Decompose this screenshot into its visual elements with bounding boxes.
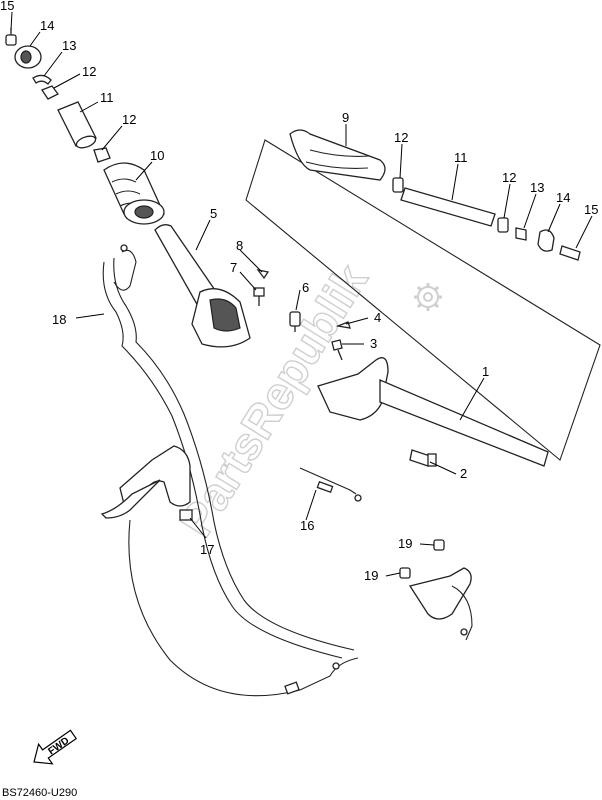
callout-15-right: 15 (584, 202, 598, 217)
callout-4: 4 (374, 310, 381, 325)
part-15-screw-left (5, 28, 17, 46)
part-12-collar-left-bottom (93, 147, 111, 163)
leader-lines (10, 11, 593, 577)
part-2-bolt (409, 449, 437, 467)
callout-15-left: 15 (0, 0, 14, 13)
callout-3: 3 (370, 336, 377, 351)
callout-19-upper: 19 (398, 536, 412, 551)
callout-8: 8 (236, 238, 243, 253)
callout-11-right: 11 (454, 150, 468, 165)
callout-2: 2 (460, 466, 467, 481)
fwd-arrow-icon: FWD (33, 729, 78, 765)
clutch-cable-guide (408, 567, 473, 641)
callout-12-right-right: 12 (502, 170, 516, 185)
callout-labels: 15 14 13 12 11 12 10 5 8 7 6 18 9 12 11 … (0, 0, 598, 583)
drawing-code: BS72460-U290 (2, 787, 77, 799)
callout-12-left-top: 12 (82, 64, 96, 79)
callout-1: 1 (482, 364, 489, 379)
callout-9: 9 (342, 110, 349, 125)
gear-watermark-icon (414, 283, 442, 311)
part-9-grip-right (289, 129, 386, 181)
part-7-screw (253, 287, 265, 306)
part-16-cable (128, 467, 362, 697)
part-13-clip-left (32, 74, 52, 85)
part-18-throttle-cables (102, 244, 355, 659)
part-13-clip-right (515, 227, 527, 241)
callout-14-right: 14 (556, 190, 570, 205)
callout-13-right: 13 (530, 180, 544, 195)
callout-12-left-bottom: 12 (122, 112, 136, 127)
part-5-throttle-housing (154, 224, 251, 348)
callout-6: 6 (302, 280, 309, 295)
callout-18: 18 (52, 312, 66, 327)
part-11-weight-left (57, 101, 97, 149)
part-11-weight-right (400, 187, 496, 227)
part-3-screw (331, 339, 343, 361)
part-6-bolt (289, 311, 301, 332)
right-assembly-frame (245, 139, 601, 461)
part-12-collar-right-right (497, 217, 509, 233)
part-19-bolt-lower (399, 567, 411, 579)
part-15-screw-right (559, 245, 581, 261)
part-14-bar-end-right (537, 229, 555, 252)
part-1-handlebar-right (317, 357, 549, 467)
part-12-collar-left-top (41, 85, 59, 100)
callout-13-left: 13 (62, 38, 76, 53)
callout-10: 10 (150, 148, 164, 163)
callout-12-right-left: 12 (394, 130, 408, 145)
part-14-bar-end-left (14, 45, 42, 69)
callout-19-lower: 19 (364, 568, 378, 583)
part-19-bolt-upper (433, 539, 445, 551)
callout-5: 5 (210, 206, 217, 221)
part-10-throttle-grip (103, 162, 165, 225)
callout-14-left: 14 (40, 18, 54, 33)
callout-7: 7 (230, 260, 237, 275)
callout-16: 16 (300, 518, 314, 533)
part-8-cap (256, 269, 270, 280)
callout-11-left: 11 (100, 90, 114, 105)
callout-17: 17 (200, 542, 214, 557)
part-17-bracket (100, 445, 193, 521)
part-12-collar-right-left (392, 177, 404, 193)
